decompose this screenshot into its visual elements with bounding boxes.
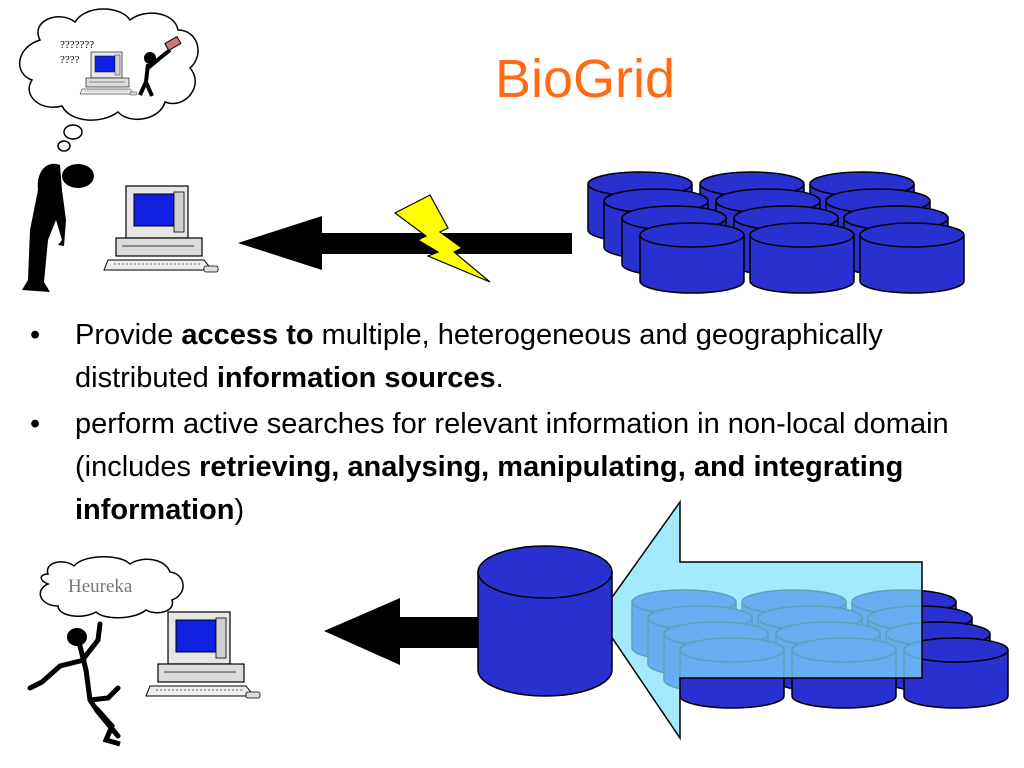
big-arrow-icon <box>597 499 923 741</box>
thought-line-1: ??????? <box>60 39 95 51</box>
computer-icon-top <box>103 185 219 273</box>
figure-hammer-icon <box>138 35 182 97</box>
bullet-item: • perform active searches for relevant i… <box>30 403 1005 532</box>
database-single-icon <box>477 545 613 697</box>
bullet-dot: • <box>30 408 41 440</box>
thought-cloud-bottom <box>39 556 184 619</box>
database-cluster-top <box>587 171 965 294</box>
thought-line-2: ???? <box>60 54 80 66</box>
slide-title: BioGrid <box>495 49 676 109</box>
bullet-list: • Provide access to multiple, heterogene… <box>30 314 1005 535</box>
arrow-left-icon-top <box>238 216 572 270</box>
arrow-left-icon-bottom <box>324 598 486 665</box>
computer-icon-bottom <box>145 611 261 699</box>
bullet-item: • Provide access to multiple, heterogene… <box>30 314 1005 400</box>
bullet-text: perform active searches for relevant inf… <box>75 408 949 526</box>
sad-figure-icon <box>22 163 94 292</box>
thought-text-top: ??????? ???? <box>60 38 120 68</box>
bullet-dot: • <box>30 319 41 351</box>
happy-figure-icon <box>27 621 121 747</box>
thought-text-bottom: Heureka <box>68 576 133 597</box>
bullet-text: Provide access to multiple, heterogeneou… <box>75 319 883 394</box>
lightning-icon <box>393 194 491 283</box>
